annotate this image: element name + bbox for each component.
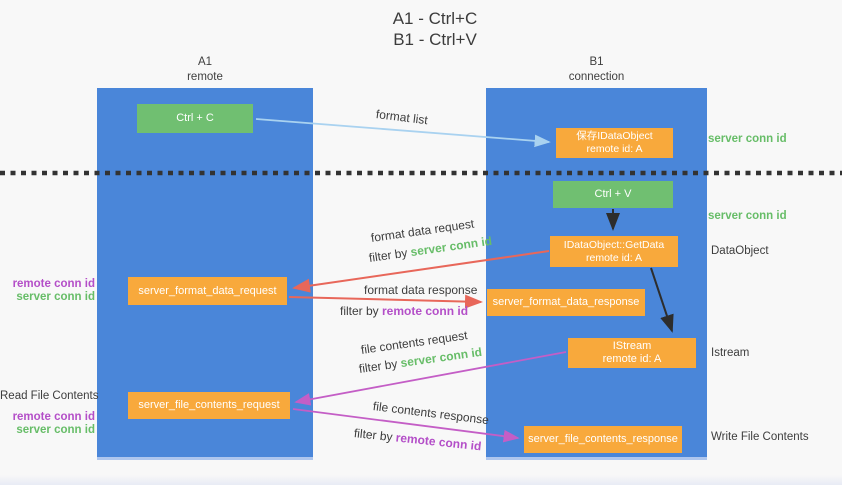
- title-line-b1: B1 - Ctrl+V: [393, 30, 477, 49]
- remote-conn-id-keyword: remote conn id: [382, 304, 469, 318]
- side-label-remote-conn-id-bottom: remote conn id: [12, 411, 95, 423]
- node-save-line1: 保存IDataObject: [576, 130, 653, 142]
- node-save-line2: remote id: A: [586, 143, 643, 155]
- arrow-file-contents-response: [292, 408, 520, 443]
- side-label-write-file-contents: Write File Contents: [711, 431, 809, 443]
- node-istream-line1: IStream: [612, 340, 652, 352]
- label-format-data-response: format data response: [364, 283, 478, 297]
- node-server-format-data-request: server_format_data_request: [128, 277, 287, 305]
- arrow-format-list: [255, 118, 551, 148]
- lane-a1-name: A1: [197, 56, 213, 68]
- title-line-a1: A1 - Ctrl+C: [392, 9, 478, 28]
- node-ctrl-c-label: Ctrl + C: [176, 112, 214, 124]
- node-istream-line2: remote id: A: [602, 353, 662, 365]
- bottom-edge-gradient: [0, 475, 842, 485]
- arrow-format-data-request: [292, 250, 550, 293]
- lane-a1-role: remote: [187, 71, 223, 83]
- node-server-format-data-response: server_format_data_response: [487, 289, 645, 316]
- node-server-file-contents-request: server_file_contents_request: [128, 392, 290, 419]
- arrow-getdata-to-istream: [650, 267, 674, 333]
- arrow-format-data-response: [288, 294, 483, 309]
- node-getdata-line1: IDataObject::GetData: [563, 238, 665, 251]
- side-label-server-conn-id-mid: server conn id: [708, 210, 787, 222]
- lane-header-b1: B1 connection: [486, 55, 707, 85]
- node-getdata-line2: remote id: A: [585, 251, 643, 264]
- node-server-file-contents-response: server_file_contents_response: [524, 426, 682, 453]
- side-label-server-conn-id-left-top: server conn id: [16, 291, 95, 303]
- node-file-response-label: server_file_contents_response: [528, 433, 678, 445]
- side-label-read-file-contents: Read File Contents: [0, 390, 99, 402]
- side-label-dataobject: DataObject: [711, 245, 769, 257]
- arrow-file-contents-request: [294, 351, 567, 406]
- lane-b1-name: B1: [589, 56, 604, 68]
- diagram-title: A1 - Ctrl+C B1 - Ctrl+V: [14, 8, 842, 50]
- node-format-request-label: server_format_data_request: [138, 284, 277, 297]
- node-format-response-label: server_format_data_response: [492, 296, 640, 308]
- node-save-idataobject: 保存IDataObject remote id: A: [556, 128, 673, 158]
- node-idataobject-getdata: IDataObject::GetData remote id: A: [550, 236, 678, 267]
- node-ctrl-v: Ctrl + V: [553, 181, 673, 208]
- side-label-server-conn-id-top: server conn id: [708, 133, 787, 145]
- lane-header-a1: A1 remote: [97, 55, 313, 85]
- label-filter-by-remote-conn-id-1: filter by remote conn id: [340, 304, 468, 318]
- filter-by-text: filter by: [340, 304, 383, 318]
- node-file-request-label: server_file_contents_request: [138, 399, 280, 411]
- node-ctrl-v-label: Ctrl + V: [594, 188, 632, 200]
- node-istream: IStream remote id: A: [568, 338, 696, 368]
- lane-b1-role: connection: [568, 71, 625, 83]
- node-ctrl-c: Ctrl + C: [137, 104, 253, 133]
- side-label-istream: Istream: [711, 347, 750, 359]
- side-label-server-conn-id-left-bottom: server conn id: [16, 424, 95, 436]
- side-label-remote-conn-id-top: remote conn id: [12, 278, 95, 290]
